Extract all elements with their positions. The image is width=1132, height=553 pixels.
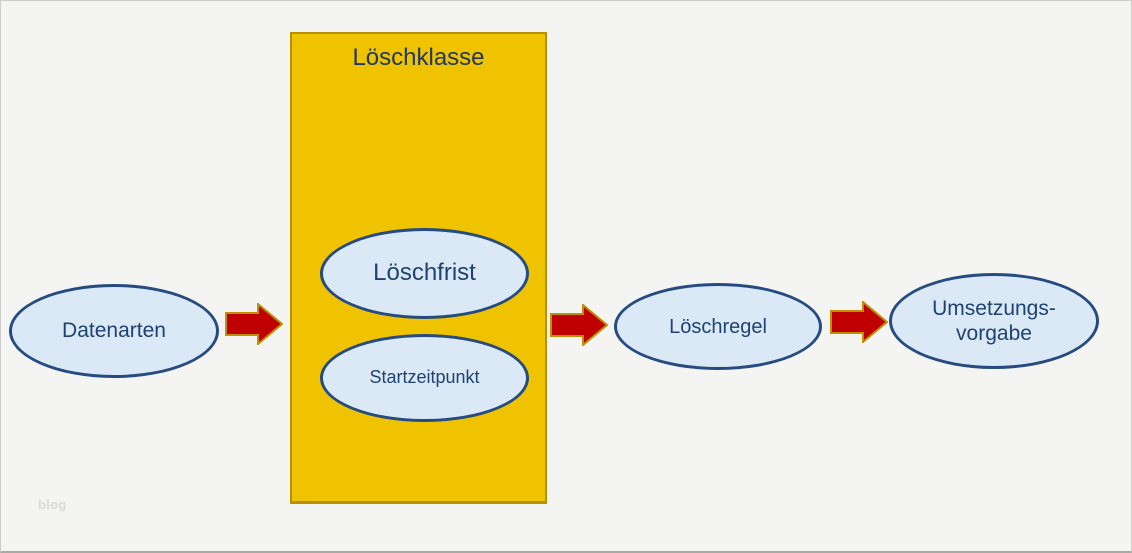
node-loeschregel: Löschregel: [614, 283, 822, 370]
node-label: Datenarten: [62, 319, 166, 343]
container-title: Löschklasse: [352, 44, 485, 71]
arrow-right-icon: [225, 303, 283, 345]
arrow-right-icon: [830, 301, 888, 343]
node-umsetzungsvorgabe: Umsetzungs- vorgabe: [889, 273, 1099, 369]
node-label: Löschregel: [669, 315, 767, 338]
arrow-shape: [550, 304, 608, 346]
node-label: Startzeitpunkt: [369, 367, 480, 388]
node-loeschfrist: Löschfrist: [320, 228, 529, 319]
node-label-line1: Umsetzungs-: [932, 296, 1056, 320]
node-startzeitpunkt: Startzeitpunkt: [320, 334, 529, 422]
node-label: Löschfrist: [373, 259, 476, 287]
node-datenarten: Datenarten: [9, 284, 219, 378]
node-label-line2: vorgabe: [956, 322, 1032, 345]
blog-watermark: blog: [38, 497, 67, 512]
arrow-right-icon: [550, 304, 608, 346]
arrow-shape: [225, 303, 283, 345]
arrow-shape: [830, 301, 888, 343]
